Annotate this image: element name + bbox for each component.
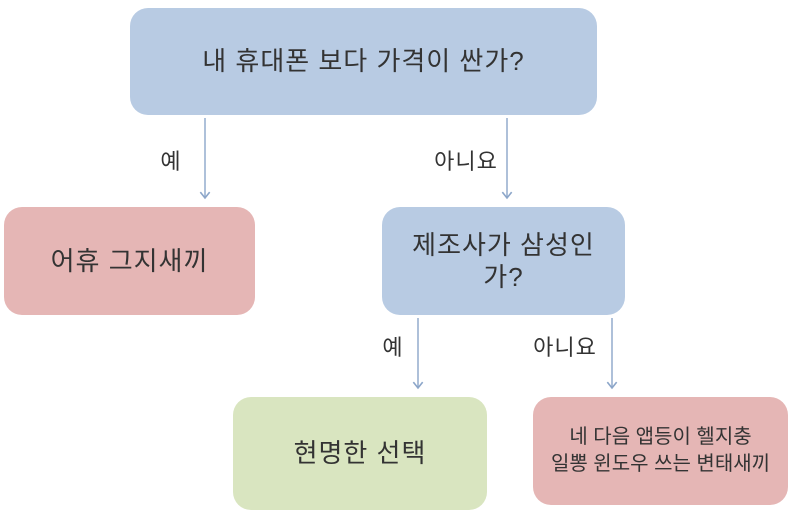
edge-label-yes-1: 예 [160, 149, 182, 174]
node-result-cheap: 어휴 그지새끼 [4, 207, 255, 315]
edge-label-yes-2: 예 [382, 335, 404, 360]
node-result-insult-line2: 일뽕 윈도우 쓰는 변태새끼 [550, 453, 771, 475]
node-question-price-text: 내 휴대폰 보다 가격이 싼가? [202, 46, 525, 77]
node-result-cheap-text: 어휴 그지새끼 [50, 245, 209, 276]
edge-label-no-1: 아니요 [434, 149, 498, 174]
node-result-insult: 네 다음 앱등이 헬지충 일뽕 윈도우 쓰는 변태새끼 [533, 397, 788, 505]
node-result-wise-text: 현명한 선택 [293, 438, 427, 469]
node-question-samsung-text: 제조사가 삼성인가? [412, 229, 595, 293]
edge-label-no-2: 아니요 [533, 335, 597, 360]
node-question-price: 내 휴대폰 보다 가격이 싼가? [130, 8, 597, 115]
node-result-wise: 현명한 선택 [233, 397, 487, 510]
node-result-insult-text: 네 다음 앱등이 헬지충 일뽕 윈도우 쓰는 변태새끼 [551, 424, 770, 478]
node-question-samsung: 제조사가 삼성인가? [382, 207, 625, 315]
node-result-insult-line1: 네 다음 앱등이 헬지충 [569, 426, 752, 448]
